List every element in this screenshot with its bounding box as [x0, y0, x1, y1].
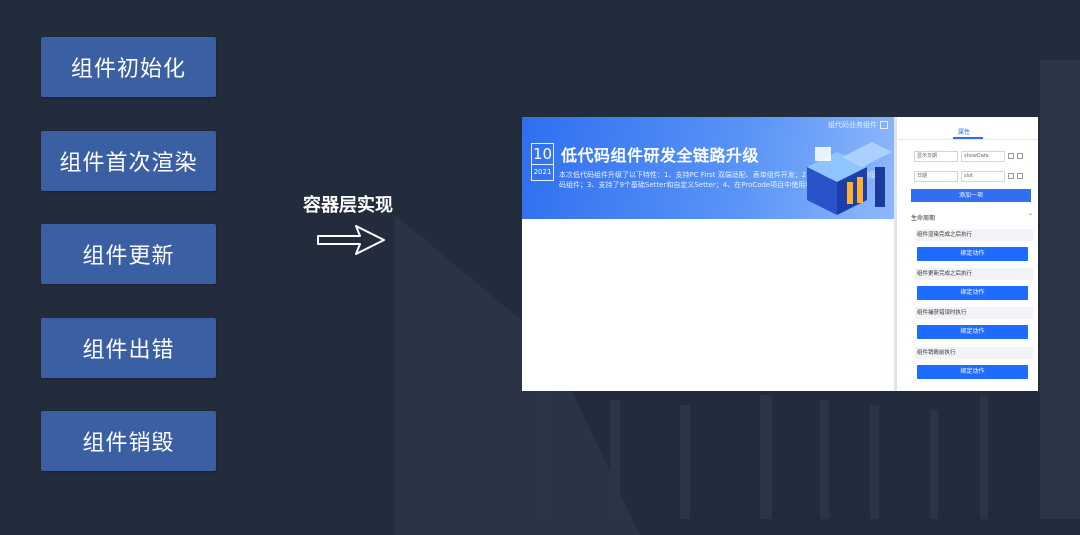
bind-action-button[interactable]: 绑定动作 — [917, 365, 1028, 379]
bind-action-button[interactable]: 绑定动作 — [917, 247, 1028, 261]
lifecycle-init[interactable]: 组件初始化 — [41, 37, 216, 97]
caret-icon[interactable]: ⌃ — [1027, 213, 1033, 220]
property-row: 日期 slot — [914, 171, 1034, 182]
banner-tag[interactable]: 组代码业务组件 — [828, 120, 888, 130]
tab-underline — [953, 137, 983, 139]
editor-screenshot: 组代码业务组件 10 2021 低代码组件研发全链路升级 本次低代码组件升级了以… — [522, 117, 1038, 391]
event-label: 组件渲染完成之后执行 — [915, 229, 1033, 241]
lifecycle-first-render[interactable]: 组件首次渲染 — [41, 131, 216, 191]
date-day: 10 — [532, 145, 553, 163]
banner-tag-label: 组代码业务组件 — [828, 121, 877, 129]
lifecycle-update[interactable]: 组件更新 — [41, 224, 216, 284]
edit-icon[interactable] — [1008, 173, 1014, 179]
property-row: 显示日期 showDate — [914, 151, 1034, 162]
property-name-input[interactable]: 显示日期 — [914, 151, 958, 162]
event-label: 组件销毁前执行 — [915, 347, 1033, 359]
tab-properties-label: 属性 — [958, 129, 971, 136]
property-name-input[interactable]: 日期 — [914, 171, 958, 182]
event-label: 组件捕获错误时执行 — [915, 307, 1033, 319]
edit-icon[interactable] — [880, 121, 888, 129]
container-layer-caption: 容器层实现 — [303, 195, 393, 216]
add-item-button[interactable]: 添加一项 — [911, 189, 1031, 202]
delete-icon[interactable] — [1017, 153, 1023, 159]
arrow-right-icon — [317, 225, 385, 255]
lifecycle-section-header[interactable]: 生命周期 ⌃ — [911, 213, 1033, 222]
banner: 组代码业务组件 10 2021 低代码组件研发全链路升级 本次低代码组件升级了以… — [522, 117, 894, 219]
section-title: 生命周期 — [911, 215, 936, 222]
tab-properties[interactable]: 属性 — [898, 117, 1038, 140]
property-panel: 属性 显示日期 showDate 日期 slot 添加一项 生命周期 ⌃ 组件渲… — [898, 117, 1038, 391]
bind-action-button[interactable]: 绑定动作 — [917, 286, 1028, 300]
panel-divider[interactable] — [894, 117, 897, 391]
banner-description: 本次低代码组件升级了以下特性：1、支持PC First 双端适配、表单组件开发；… — [559, 171, 884, 189]
lifecycle-destroy[interactable]: 组件销毁 — [41, 411, 216, 471]
property-key-input[interactable]: showDate — [961, 151, 1005, 162]
date-badge: 10 2021 — [531, 143, 554, 181]
lifecycle-error[interactable]: 组件出错 — [41, 318, 216, 378]
date-year: 2021 — [532, 164, 553, 179]
banner-title: 低代码组件研发全链路升级 — [561, 146, 760, 165]
delete-icon[interactable] — [1017, 173, 1023, 179]
event-label: 组件更新完成之后执行 — [915, 268, 1033, 280]
edit-icon[interactable] — [1008, 153, 1014, 159]
isometric-illustration — [807, 142, 892, 215]
bind-action-button[interactable]: 绑定动作 — [917, 325, 1028, 339]
property-key-input[interactable]: slot — [961, 171, 1005, 182]
background-bars — [680, 60, 1080, 519]
